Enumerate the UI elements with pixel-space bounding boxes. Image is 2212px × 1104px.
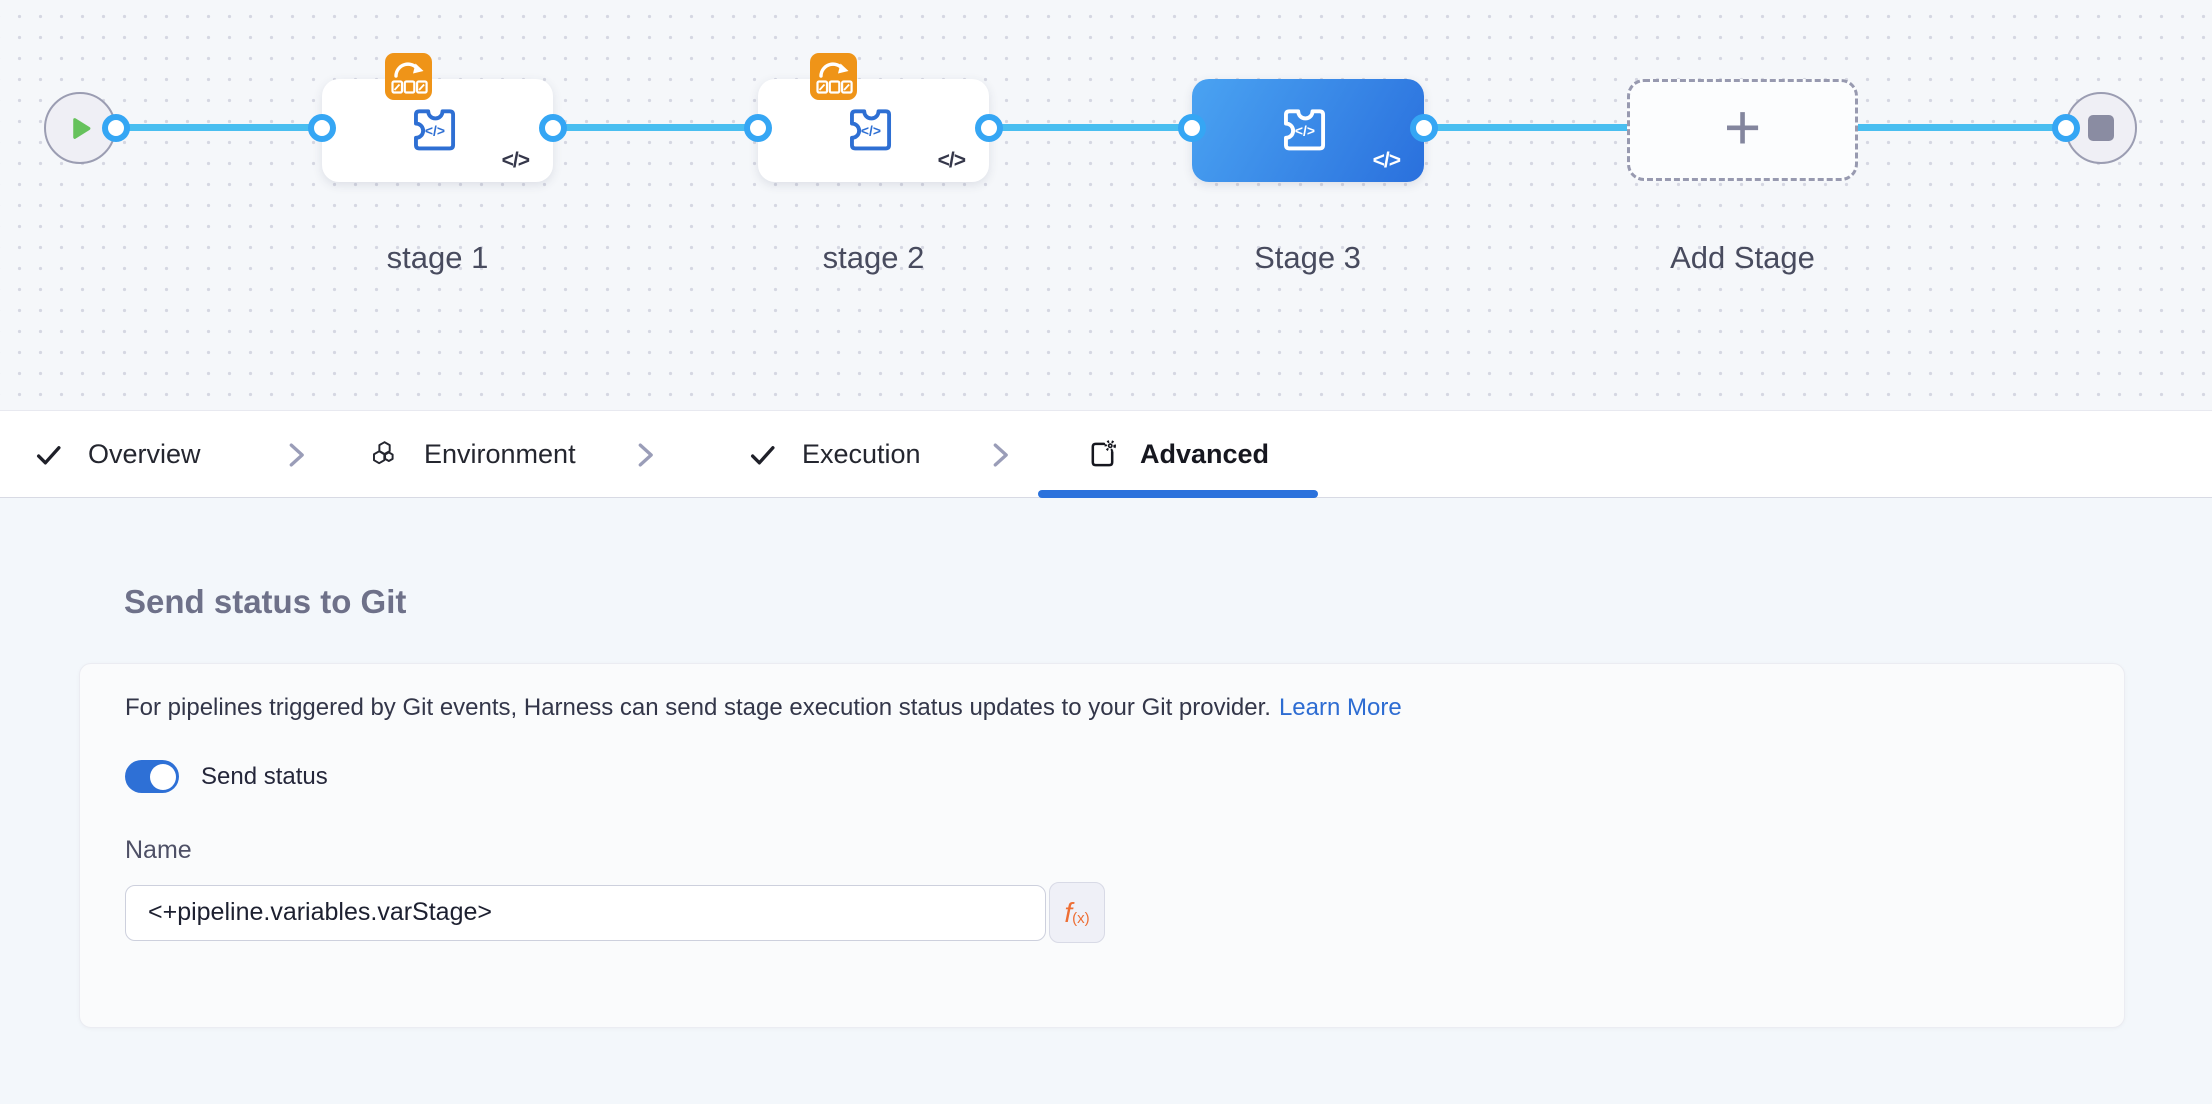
play-icon bbox=[72, 117, 90, 139]
description-text: For pipelines triggered by Git events, H… bbox=[125, 694, 1271, 721]
custom-stage-icon: </> bbox=[1284, 109, 1326, 151]
pipeline-start-node[interactable] bbox=[44, 92, 116, 164]
port-stage3-in[interactable] bbox=[1178, 114, 1206, 142]
send-status-description: For pipelines triggered by Git events, H… bbox=[125, 694, 1402, 722]
tab-overview[interactable]: Overview bbox=[35, 411, 201, 497]
stage-setup-tabbar: Overview Environment Execution bbox=[0, 410, 2212, 498]
variable-expression-glyph: </> bbox=[1372, 149, 1401, 172]
svg-text:</>: </> bbox=[1295, 122, 1315, 138]
advanced-settings-icon bbox=[1091, 439, 1116, 466]
pipeline-connector-line bbox=[110, 124, 2070, 131]
add-stage-label: Add Stage bbox=[1670, 240, 1815, 275]
learn-more-link[interactable]: Learn More bbox=[1278, 694, 1402, 721]
chevron-right-icon bbox=[638, 443, 653, 467]
toggle-knob bbox=[150, 763, 176, 790]
tab-environment[interactable]: Environment bbox=[370, 411, 576, 497]
port-end-in[interactable] bbox=[2052, 114, 2080, 142]
tab-advanced[interactable]: Advanced bbox=[1038, 411, 1318, 497]
expression-fx-button[interactable]: f(x) bbox=[1049, 882, 1105, 943]
variable-expression-glyph: </> bbox=[501, 149, 530, 172]
name-field-label: Name bbox=[125, 836, 192, 864]
check-icon bbox=[750, 445, 775, 464]
svg-text:</>: </> bbox=[424, 122, 444, 138]
fx-icon: f bbox=[1064, 896, 1073, 928]
tab-execution-label: Execution bbox=[802, 438, 921, 469]
tab-overview-label: Overview bbox=[88, 438, 201, 469]
custom-stage-icon: </> bbox=[413, 109, 455, 151]
send-status-card: For pipelines triggered by Git events, H… bbox=[79, 663, 2125, 1028]
port-stage2-out[interactable] bbox=[975, 114, 1003, 142]
port-stage2-in[interactable] bbox=[744, 114, 772, 142]
port-stage3-out[interactable] bbox=[1410, 114, 1438, 142]
tab-execution[interactable]: Execution bbox=[749, 411, 921, 497]
check-icon bbox=[36, 445, 61, 464]
stop-icon bbox=[2088, 115, 2114, 141]
plus-icon: + bbox=[1723, 91, 1762, 163]
pipeline-canvas[interactable]: </> </> </> </> bbox=[0, 0, 2212, 410]
active-tab-indicator bbox=[1038, 490, 1318, 498]
port-stage1-in[interactable] bbox=[308, 114, 336, 142]
looping-strategy-icon[interactable] bbox=[385, 53, 432, 100]
environment-icon bbox=[373, 441, 394, 465]
stage-node-stage3[interactable]: </> </> bbox=[1192, 79, 1424, 182]
svg-text:</>: </> bbox=[860, 122, 880, 138]
send-status-toggle[interactable] bbox=[125, 760, 179, 793]
add-stage-button[interactable]: + bbox=[1627, 79, 1858, 181]
looping-strategy-glyph bbox=[390, 61, 428, 94]
chevron-right-icon bbox=[289, 443, 304, 467]
stage-label-stage3: Stage 3 bbox=[1254, 240, 1361, 275]
variable-expression-glyph: </> bbox=[937, 149, 966, 172]
custom-stage-icon: </> bbox=[849, 109, 891, 151]
stage-label-stage1: stage 1 bbox=[386, 240, 489, 275]
send-status-toggle-row: Send status bbox=[125, 760, 328, 793]
send-status-toggle-label: Send status bbox=[201, 762, 328, 790]
port-stage1-out[interactable] bbox=[539, 114, 567, 142]
advanced-tab-panel: Send status to Git For pipelines trigger… bbox=[0, 498, 2212, 1104]
port-start-out[interactable] bbox=[102, 114, 130, 142]
stage-node-stage1[interactable]: </> </> bbox=[322, 79, 553, 182]
page-title: Send status to Git bbox=[124, 583, 407, 620]
stage-node-stage2[interactable]: </> </> bbox=[758, 79, 989, 182]
looping-strategy-glyph bbox=[815, 61, 853, 94]
fx-subscript: (x) bbox=[1072, 910, 1090, 927]
tab-environment-label: Environment bbox=[424, 438, 576, 469]
looping-strategy-icon[interactable] bbox=[810, 53, 857, 100]
chevron-right-icon bbox=[993, 443, 1008, 467]
name-input[interactable] bbox=[125, 884, 1046, 941]
name-input-row: f(x) bbox=[125, 882, 1105, 943]
stage-label-stage2: stage 2 bbox=[822, 240, 925, 275]
tab-advanced-label: Advanced bbox=[1139, 438, 1270, 469]
